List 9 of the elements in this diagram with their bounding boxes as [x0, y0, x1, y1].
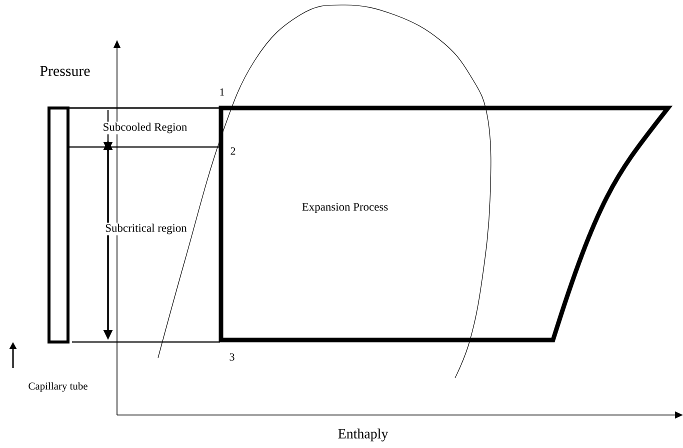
axis-label: Pressure: [40, 66, 90, 76]
region-label: Expansion Process: [302, 203, 388, 213]
tube-label: Capillary tube: [28, 382, 88, 392]
region-label: Subcritical region: [104, 222, 188, 236]
point-number: 3: [230, 353, 234, 361]
region-label: Subcooled Region: [102, 122, 188, 134]
point-number: 2: [230, 147, 236, 155]
axis-label: Enthaply: [338, 428, 388, 442]
point-number: 1: [220, 88, 224, 96]
